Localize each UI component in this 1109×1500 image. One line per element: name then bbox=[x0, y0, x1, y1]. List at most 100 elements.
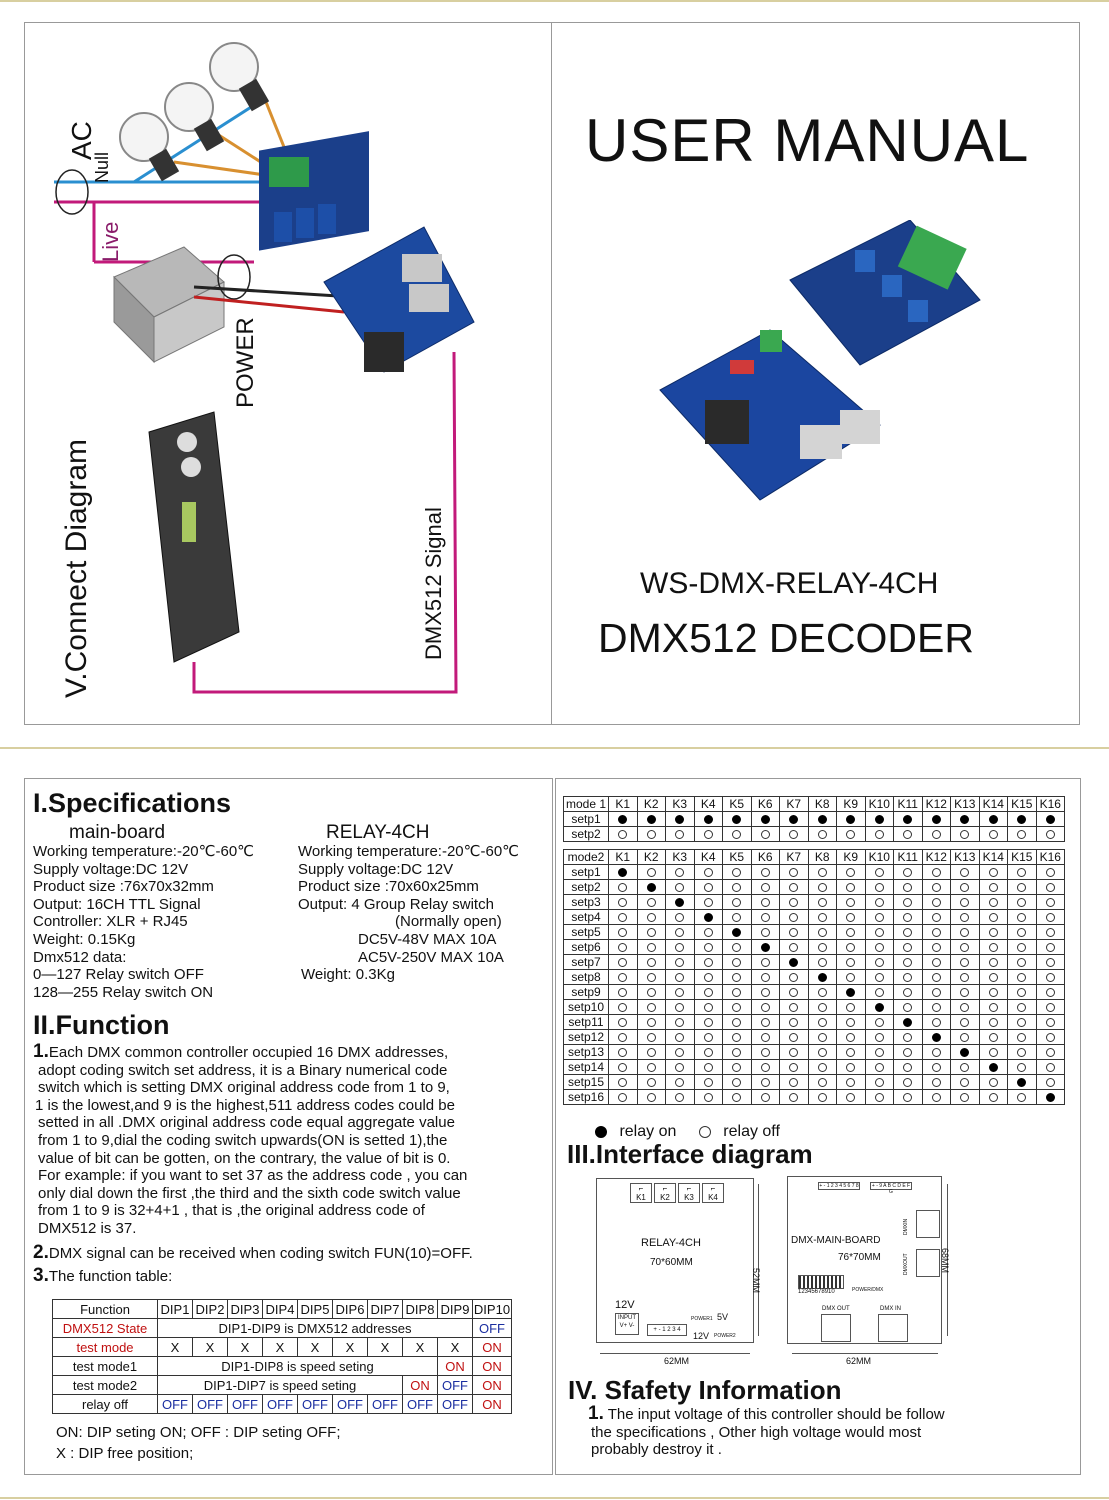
relay-cell bbox=[693, 924, 723, 940]
relay-off-icon bbox=[1045, 1003, 1055, 1013]
relay-off-icon bbox=[988, 883, 998, 893]
relay-off-icon bbox=[874, 868, 884, 878]
step-label: setp1 bbox=[563, 864, 609, 880]
relay-cell bbox=[1035, 909, 1065, 925]
mode-header-cell: K3 bbox=[665, 796, 695, 812]
relay-cell bbox=[1007, 826, 1037, 842]
relay-off-icon bbox=[1045, 898, 1055, 908]
relay-cell bbox=[1035, 1074, 1065, 1090]
bulb-icon bbox=[119, 42, 270, 182]
relay-cell bbox=[921, 826, 951, 842]
relay-on-icon bbox=[646, 815, 656, 825]
relay-off-icon bbox=[732, 1093, 742, 1103]
relay-cell bbox=[636, 1029, 666, 1045]
table-header-cell: DIP10 bbox=[472, 1299, 512, 1319]
off-cell: OFF bbox=[367, 1394, 403, 1414]
mode-header-cell: K13 bbox=[950, 796, 980, 812]
relay-off-icon bbox=[675, 1093, 685, 1103]
safety-line: probably destroy it . bbox=[591, 1441, 722, 1459]
relay-cell bbox=[750, 894, 780, 910]
relay-cell bbox=[921, 1089, 951, 1105]
relay-off-icon bbox=[703, 1018, 713, 1028]
relay-cell bbox=[807, 984, 837, 1000]
relay-cell bbox=[950, 879, 980, 895]
relay-off-icon bbox=[874, 943, 884, 953]
table-row: relay off OFF OFF OFF OFF OFF OFF OFF OF… bbox=[52, 1394, 512, 1414]
relay-cell bbox=[864, 984, 894, 1000]
relay-height: 52MM bbox=[751, 1268, 761, 1294]
relay-off-icon bbox=[817, 943, 827, 953]
relay-off-icon bbox=[874, 1063, 884, 1073]
relay-cell bbox=[722, 1014, 752, 1030]
dip10-value: ON bbox=[472, 1394, 512, 1414]
relay-off-icon bbox=[817, 958, 827, 968]
relay-key-row: ⌐K1 ⌐K2 ⌐K3 ⌐K4 bbox=[630, 1183, 724, 1203]
mode-header-cell: K15 bbox=[1007, 796, 1037, 812]
relay-cell bbox=[978, 1059, 1008, 1075]
relay-off-icon bbox=[988, 1078, 998, 1088]
relay-cell bbox=[693, 1074, 723, 1090]
dip10-value: ON bbox=[472, 1356, 512, 1376]
relay-off-icon bbox=[703, 830, 713, 840]
relay-off-icon bbox=[903, 1093, 913, 1103]
relay-cell bbox=[807, 879, 837, 895]
null-label: Null bbox=[92, 151, 112, 183]
relay-cell bbox=[1035, 1014, 1065, 1030]
relay-off-icon bbox=[703, 943, 713, 953]
relay-cell bbox=[950, 1059, 980, 1075]
relay-cell bbox=[665, 1014, 695, 1030]
relay-cell bbox=[893, 939, 923, 955]
relay-cell bbox=[893, 954, 923, 970]
relay-cell bbox=[608, 954, 638, 970]
row-label: DMX512 State bbox=[52, 1318, 158, 1338]
relay-cell bbox=[807, 969, 837, 985]
relay-off-icon bbox=[646, 830, 656, 840]
relay-off-icon bbox=[646, 988, 656, 998]
relay-cell bbox=[836, 1044, 866, 1060]
relay-on-icon bbox=[960, 815, 970, 825]
relay-off-icon bbox=[760, 868, 770, 878]
para-line: from 1 to 9,dial the coding switch upwar… bbox=[38, 1131, 448, 1149]
relay-off-icon bbox=[903, 1003, 913, 1013]
relay-off-icon bbox=[675, 928, 685, 938]
relay-cell bbox=[978, 954, 1008, 970]
mode-header-cell: K5 bbox=[722, 849, 752, 865]
relay-off-icon bbox=[817, 1018, 827, 1028]
bottom-border bbox=[0, 1497, 1109, 1499]
relay-cell bbox=[1007, 864, 1037, 880]
relay-off-icon bbox=[931, 913, 941, 923]
xlr-out-icon bbox=[821, 1314, 851, 1342]
relay-cell bbox=[807, 864, 837, 880]
product-photo bbox=[659, 220, 981, 501]
relay-cell bbox=[893, 826, 923, 842]
relay-off-icon bbox=[760, 928, 770, 938]
spec-line: Controller: XLR + RJ45 bbox=[33, 913, 188, 931]
relay-cell bbox=[1035, 969, 1065, 985]
relay-off-icon bbox=[760, 1018, 770, 1028]
mode-row: setp2 bbox=[563, 879, 1065, 895]
relay-off-label: relay off bbox=[723, 1123, 780, 1140]
relay-off-icon bbox=[874, 1018, 884, 1028]
relay-off-icon bbox=[988, 830, 998, 840]
live-label: Live bbox=[98, 221, 123, 262]
relay-cell bbox=[978, 984, 1008, 1000]
relay-cell bbox=[978, 864, 1008, 880]
main-board-title: main-board bbox=[69, 822, 166, 843]
spec-line: Working temperature:-20℃-60℃ bbox=[33, 843, 255, 860]
relay-cell bbox=[693, 1014, 723, 1030]
relay-cell bbox=[950, 864, 980, 880]
step-label: setp10 bbox=[563, 999, 609, 1015]
relay-cell bbox=[665, 811, 695, 827]
step-label: setp11 bbox=[563, 1014, 609, 1030]
relay-off-icon bbox=[846, 1078, 856, 1088]
relay-off-icon bbox=[618, 1003, 628, 1013]
relay-cell bbox=[978, 924, 1008, 940]
relay-cell bbox=[836, 894, 866, 910]
relay-off-icon bbox=[732, 913, 742, 923]
relay-off-icon bbox=[874, 1033, 884, 1043]
top-border bbox=[0, 0, 1109, 2]
relay-off-icon bbox=[675, 1048, 685, 1058]
main-board-size: 76*70MM bbox=[838, 1252, 881, 1263]
mode-row: setp6 bbox=[563, 939, 1065, 955]
para-line: adopt coding switch set address, it is a… bbox=[38, 1061, 448, 1079]
